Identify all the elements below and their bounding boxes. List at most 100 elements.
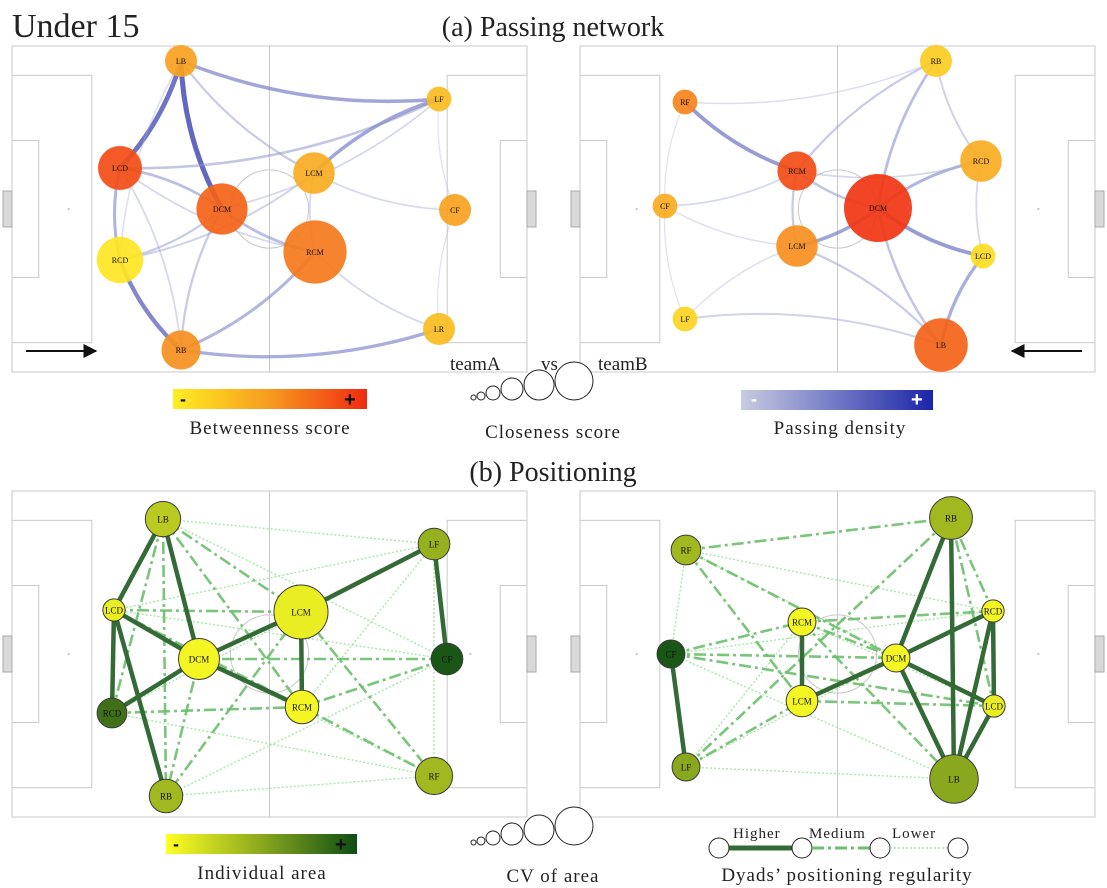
player-label: LB: [157, 515, 169, 525]
positioning-edge-medium: [801, 699, 995, 708]
player-label: LCM: [291, 608, 311, 618]
player-node-dcm: [196, 183, 248, 235]
player-label: LCD: [112, 164, 128, 173]
player-label: LF: [434, 95, 444, 104]
player-node-rcd: [960, 140, 1002, 182]
player-node-lb: [914, 318, 968, 372]
size-legend-circle: [500, 377, 524, 401]
passing-edge: [795, 59, 938, 173]
pitch-a-team-b: [570, 45, 1105, 373]
player-node-rf: [414, 756, 454, 796]
area-plus: +: [335, 834, 347, 856]
player-label: RF: [428, 772, 439, 782]
player-label: RCM: [292, 703, 312, 713]
regularity-lower-label: Lower: [892, 826, 936, 842]
player-node-dcm: [881, 643, 911, 673]
player-node-rcd: [981, 599, 1005, 623]
player-node-cf: [652, 193, 678, 219]
positioning-edge-medium: [162, 517, 302, 614]
player-node-lb: [144, 500, 182, 538]
positioning-edge-medium: [164, 611, 303, 797]
player-label: DCM: [213, 205, 231, 214]
player-node-lcm: [785, 684, 819, 718]
player-node-rcm: [777, 151, 817, 191]
player-node-lcd: [970, 243, 996, 269]
density-label: Passing density: [774, 418, 907, 439]
player-node-lf: [671, 752, 701, 782]
positioning-edge-higher: [948, 517, 957, 780]
area-minus: -: [173, 834, 179, 854]
player-label: LCM: [792, 697, 812, 707]
player-node-dcm: [844, 174, 912, 242]
player-label: LCD: [975, 252, 991, 261]
positioning-edge-lower: [113, 543, 435, 611]
player-node-lcd: [102, 598, 126, 622]
player-node-cf: [430, 642, 464, 676]
positioning-edge-lower: [301, 543, 435, 708]
positioning-edge-higher: [111, 609, 169, 797]
player-label: LCM: [788, 242, 805, 251]
regularity-node-4: [947, 837, 969, 859]
positioning-edge-higher: [431, 543, 450, 660]
player-label: RCD: [103, 709, 122, 719]
betweenness-label: Betweenness score: [189, 418, 350, 439]
main-title: Under 15: [12, 8, 139, 45]
betweenness-colorbar: [173, 389, 367, 409]
player-label: DCM: [189, 655, 210, 665]
player-label: RCD: [984, 607, 1003, 617]
size-legend-circle: [523, 369, 555, 401]
player-node-lcd: [982, 694, 1006, 718]
betweenness-plus: +: [344, 389, 356, 411]
positioning-edge-medium: [301, 705, 435, 778]
regularity-node-3: [869, 837, 891, 859]
positioning-edge-medium: [670, 652, 897, 660]
betweenness-minus: -: [180, 389, 186, 409]
positioning-edge-higher: [668, 653, 689, 768]
regularity-node-1: [708, 837, 730, 859]
passing-edge: [119, 167, 182, 351]
positioning-edge-higher: [895, 655, 995, 709]
player-node-rb: [161, 330, 201, 370]
positioning-edge-lower: [670, 653, 955, 780]
player-node-lb: [165, 45, 197, 77]
passing-edge: [179, 327, 441, 359]
player-label: RCM: [788, 167, 806, 176]
legend-density: - + Passing density: [741, 389, 933, 439]
positioning-edge-medium: [685, 517, 952, 768]
positioning-edge-medium: [685, 548, 897, 660]
density-plus: +: [911, 389, 923, 411]
player-label: CF: [441, 655, 452, 665]
player-node-lcm: [776, 225, 818, 267]
positioning-edge-medium: [801, 620, 897, 660]
passing-edge: [663, 205, 686, 320]
positioning-edges-team-b: [668, 516, 997, 781]
player-node-lcm: [293, 152, 335, 194]
player-node-rcm: [787, 607, 817, 637]
positioning-edge-medium: [164, 658, 201, 797]
player-node-lf: [417, 527, 451, 561]
positioning-edge-medium: [685, 516, 952, 552]
player-label: DCM: [886, 654, 907, 664]
regularity-medium-label: Medium: [809, 826, 866, 842]
legend-regularity: Higher Medium Lower Dyads’ positioning r…: [708, 826, 972, 886]
player-label: LCD: [105, 606, 124, 616]
positioning-edge-medium: [113, 608, 302, 614]
player-label: RCM: [306, 248, 324, 257]
panel-b-title: (b) Positioning: [469, 457, 636, 488]
legend-area: - + Individual area: [166, 834, 357, 884]
player-node-lcm: [273, 584, 329, 640]
positioning-edge-higher: [895, 608, 994, 661]
player-label: LF: [680, 315, 690, 324]
size-legend-circle: [485, 830, 501, 846]
player-label: RCD: [112, 256, 129, 265]
player-node-lf: [672, 306, 698, 332]
passing-edge: [118, 97, 441, 170]
player-node-rf: [672, 89, 698, 115]
size-legend-circle: [476, 836, 486, 846]
player-label: LF: [429, 540, 440, 550]
cv-label: CV of area: [506, 866, 599, 887]
